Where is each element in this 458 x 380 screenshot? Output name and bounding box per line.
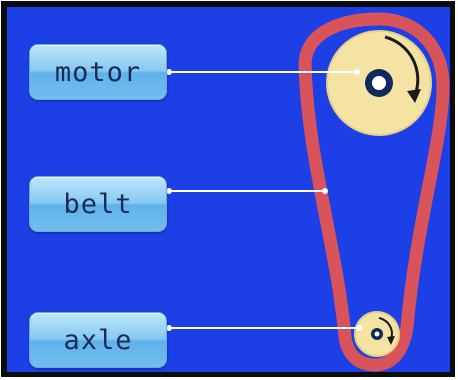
belt-label: belt — [29, 176, 167, 232]
diagram-panel: motor belt axle — [7, 7, 450, 372]
motor-label: motor — [29, 44, 167, 100]
belt-drive-diagram — [166, 12, 450, 372]
axle-pulley — [354, 311, 400, 357]
clockwise-arrow-icon — [384, 35, 421, 103]
motor-leader-line — [166, 69, 360, 75]
belt-leader-line — [166, 188, 328, 194]
axle-leader-line — [166, 325, 362, 331]
belt — [298, 12, 450, 372]
motor-pulley — [326, 30, 432, 136]
clockwise-arrow-icon — [378, 317, 395, 345]
axle-label: axle — [29, 312, 167, 368]
